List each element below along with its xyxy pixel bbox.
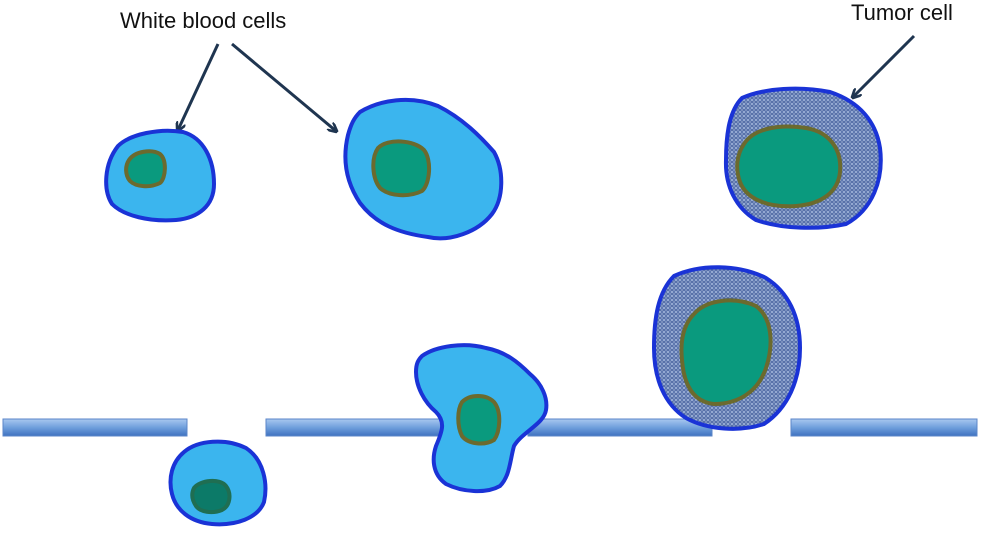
- arrow-to-wbc-2: [231, 42, 336, 131]
- white-blood-cell-1: [104, 128, 217, 223]
- arrow-to-wbc-1: [178, 43, 220, 130]
- tumor-cell-2: [651, 265, 803, 431]
- arrow-to-tumor-cell: [853, 34, 916, 97]
- white-blood-cell-4: [168, 439, 268, 527]
- white-blood-cells-label: White blood cells: [120, 8, 287, 33]
- membrane-segment-4: [790, 418, 978, 437]
- membrane-segment-3: [527, 418, 713, 437]
- tumor-cell-label: Tumor cell: [851, 0, 953, 25]
- membrane-segment-1: [2, 418, 188, 437]
- white-blood-cell-3: [413, 343, 549, 493]
- membrane-segment-2: [265, 418, 450, 437]
- white-blood-cell-2: [343, 97, 504, 241]
- tumor-cell-1: [723, 86, 883, 230]
